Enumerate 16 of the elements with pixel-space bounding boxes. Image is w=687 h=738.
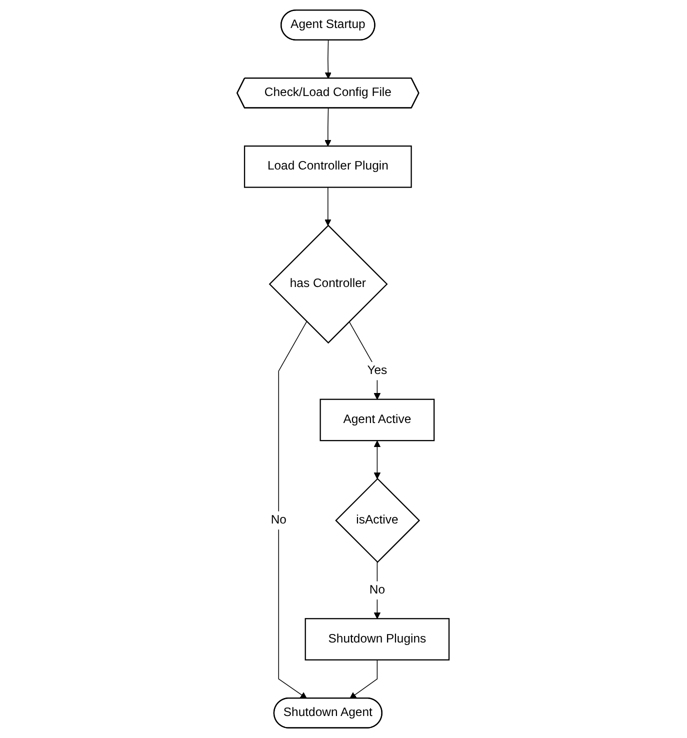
arrow	[350, 660, 378, 699]
edge-label: No	[370, 584, 386, 597]
arrow	[278, 321, 308, 699]
arrow	[325, 40, 332, 79]
arrow	[374, 562, 381, 619]
node-diamond: has Controller	[269, 224, 388, 344]
edge-label: Yes	[368, 364, 388, 378]
edge-label: No	[271, 514, 287, 527]
arrow	[374, 440, 381, 480]
node-box: Shutdown Plugins	[305, 618, 450, 660]
arrow	[324, 108, 332, 146]
arrow	[349, 321, 381, 400]
node-box: Load Controller Plugin	[244, 146, 412, 188]
node-box: Agent Active	[320, 398, 436, 442]
node-diamond: isActive	[336, 478, 420, 563]
arrow	[324, 186, 332, 226]
